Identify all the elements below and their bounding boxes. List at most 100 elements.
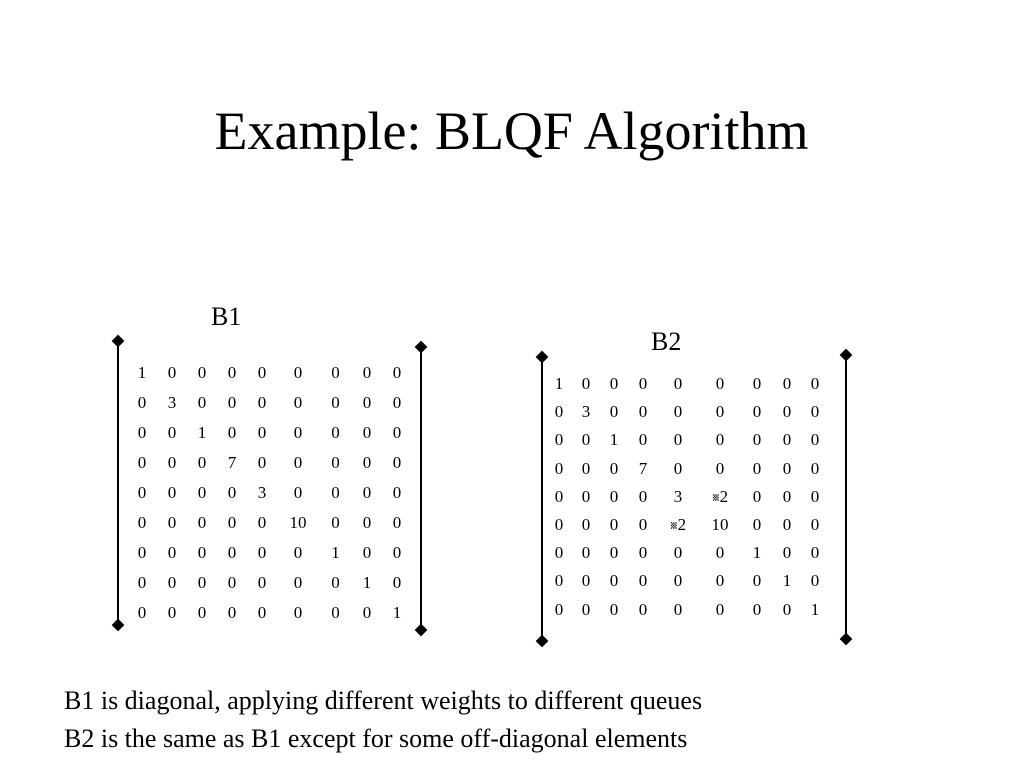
matrix-cell-value: 0 [609, 486, 619, 506]
matrix-cell: 1 [127, 358, 157, 388]
matrix-cell-value: 0 [197, 363, 207, 382]
matrix-cell-value: 0 [609, 402, 619, 422]
matrix-cell-value: 1 [609, 430, 619, 450]
matrix-cell: 0 [742, 483, 772, 511]
matrix-cell: 0 [658, 539, 698, 567]
matrix-cell-value: 0 [581, 430, 591, 450]
matrix-cell-value: 0 [167, 483, 177, 502]
matrix-label-b2: B2 [651, 327, 682, 356]
matrix-cell-value: 0 [810, 543, 820, 563]
matrix-cell-value: 1 [810, 599, 820, 619]
matrix-cell: 0 [742, 370, 772, 398]
matrix-cell: 0 [217, 478, 247, 508]
matrix-cell-value: 0 [362, 483, 372, 502]
matrix-cell-value: 0 [331, 453, 340, 472]
matrix-cell-value: 0 [715, 402, 725, 422]
matrix-cell: 10 [698, 511, 742, 539]
matrix-cell: 0 [247, 418, 277, 448]
matrix-cell: 0 [802, 483, 828, 511]
matrix-cell-value: 0 [638, 543, 648, 563]
matrix-cell: 0 [802, 398, 828, 426]
matrix-cell: 0 [217, 508, 247, 538]
matrix-cell: 0 [277, 598, 319, 628]
matrix-cell: 0 [277, 418, 319, 448]
matrix-cell-value: 0 [554, 571, 564, 591]
matrix-cell: 0 [628, 426, 658, 454]
matrix-cell: 0 [658, 426, 698, 454]
matrix-cell-value: 0 [810, 486, 820, 506]
matrix-cell-value: 0 [392, 393, 402, 412]
matrix-cell: 0 [277, 388, 319, 418]
matrix-cell-value: 0 [715, 458, 725, 478]
matrix-cell: 0 [600, 567, 628, 595]
matrix-cell: 0 [319, 478, 352, 508]
matrix-cell: 0 [382, 388, 412, 418]
matrix-cell: 0 [352, 358, 382, 388]
matrix-cell-value: 0 [137, 453, 147, 472]
matrix-cell-value: 0 [362, 543, 372, 562]
matrix-cell: 0 [277, 358, 319, 388]
matrix-cell: 7 [217, 448, 247, 478]
matrix-cell: 0 [572, 511, 600, 539]
matrix-cell-value: 0 [362, 603, 372, 622]
matrix-cell: 0 [157, 448, 187, 478]
matrix-cell-value: 7 [638, 458, 648, 478]
matrix-cell-value: 10 [711, 515, 729, 535]
matrix-cell: ␧2 [658, 511, 698, 539]
matrix-cell-value: 0 [197, 543, 207, 562]
matrix-cell-value: 0 [554, 599, 564, 619]
matrix-cell-value: 0 [609, 571, 619, 591]
matrix-cell-value: 0 [167, 513, 177, 532]
matrix-cell: 0 [187, 538, 217, 568]
matrix-cell: 0 [802, 455, 828, 483]
matrix-cell: 0 [546, 483, 572, 511]
matrix-cell: 0 [772, 455, 802, 483]
matrix-cell: 0 [572, 567, 600, 595]
matrix-cell-value: 0 [197, 453, 207, 472]
matrix-cell-value: 0 [362, 393, 372, 412]
matrix-cell: 0 [382, 418, 412, 448]
matrix-cell: 0 [600, 539, 628, 567]
matrix-cell: 0 [802, 567, 828, 595]
matrix-cell: 0 [628, 567, 658, 595]
matrix-cell: 0 [600, 511, 628, 539]
matrix-cell: 0 [628, 483, 658, 511]
matrix-cell-value: 0 [392, 363, 402, 382]
matrix-cell: 0 [157, 538, 187, 568]
matrix-cell-value: 0 [673, 458, 683, 478]
matrix-cell: 0 [277, 448, 319, 478]
matrix-cell: 0 [127, 568, 157, 598]
matrix-cell: 0 [217, 418, 247, 448]
matrix-cell-value: 0 [227, 603, 237, 622]
matrix-cell-value: 0 [227, 363, 237, 382]
matrix-cell-value: 0 [581, 599, 591, 619]
matrix-cell-value: 0 [293, 543, 303, 562]
matrix-cell: 0 [698, 567, 742, 595]
matrix-cell-value: 0 [167, 423, 177, 442]
matrix-cell-value: 0 [581, 374, 591, 394]
matrix-cell-value: 10 [289, 513, 307, 532]
matrix-cell-value: 0 [293, 483, 303, 502]
matrix-cell-value: 0 [227, 483, 237, 502]
bracket-end-diamond [839, 348, 853, 362]
matrix-cell-value: 0 [673, 402, 683, 422]
matrix-cell-value: 0 [638, 402, 648, 422]
matrix-cell: 0 [742, 426, 772, 454]
matrix-cell: 0 [352, 538, 382, 568]
matrix-cell-value: 1 [137, 363, 147, 382]
matrix-cell-value: 0 [752, 430, 762, 450]
matrix-cell: 0 [772, 539, 802, 567]
matrix-cell: 0 [658, 398, 698, 426]
matrix-cell-value: 3 [673, 486, 683, 506]
bracket-end-diamond [839, 632, 853, 646]
